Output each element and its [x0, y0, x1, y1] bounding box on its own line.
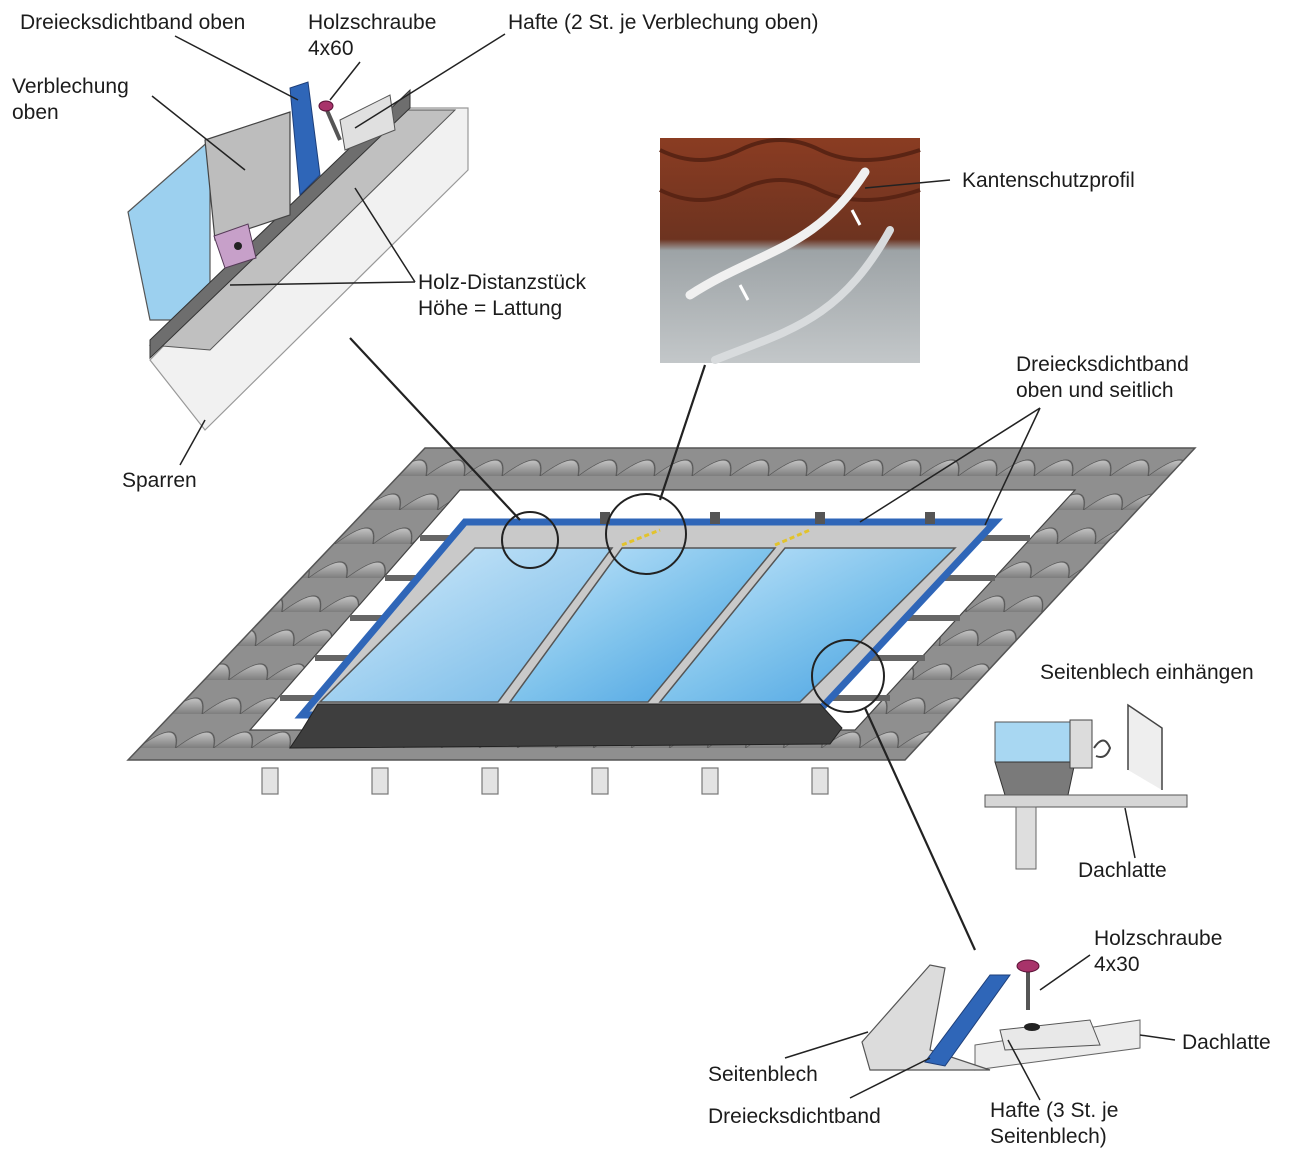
detail-circles — [501, 493, 885, 713]
glass-panes — [318, 547, 957, 703]
label-dreiecksdichtband: Dreiecksdichtband — [708, 1105, 881, 1128]
label-dachlatte-1: Dachlatte — [1078, 859, 1167, 882]
label-holzschraube-4x30: Holzschraube 4x30 — [1094, 927, 1223, 976]
detail-bottom-right — [861, 959, 1141, 1071]
label-seitenblech: Seitenblech — [708, 1063, 818, 1086]
label-kantenschutzprofil: Kantenschutzprofil — [962, 169, 1135, 192]
label-hafte-seitenblech: Hafte (3 St. je Seitenblech) — [990, 1099, 1119, 1148]
label-seitenblech-einhaengen: Seitenblech einhängen — [1040, 661, 1254, 684]
label-dreiecksdichtband-oben-seitlich: Dreiecksdichtband oben und seitlich — [1016, 353, 1189, 402]
label-dreiecksdichtband-oben: Dreiecksdichtband oben — [20, 11, 246, 34]
photo-detail — [659, 138, 921, 364]
label-dachlatte-2: Dachlatte — [1182, 1031, 1271, 1054]
rafter-ends — [261, 767, 829, 795]
bottom-apron — [289, 703, 843, 749]
detail-seitenblech-einhaengen — [984, 703, 1188, 870]
label-holz-distanzstueck: Holz-Distanzstück Höhe = Lattung — [418, 271, 587, 320]
label-holzschraube-4x60: Holzschraube 4x60 — [308, 11, 437, 60]
label-sparren: Sparren — [122, 469, 197, 492]
label-verblechung-oben: Verblechung oben — [12, 75, 129, 124]
label-hafte-oben: Hafte (2 St. je Verblechung oben) — [508, 11, 819, 34]
detail-top-left — [127, 81, 469, 431]
leader-lines — [151, 33, 1176, 1101]
